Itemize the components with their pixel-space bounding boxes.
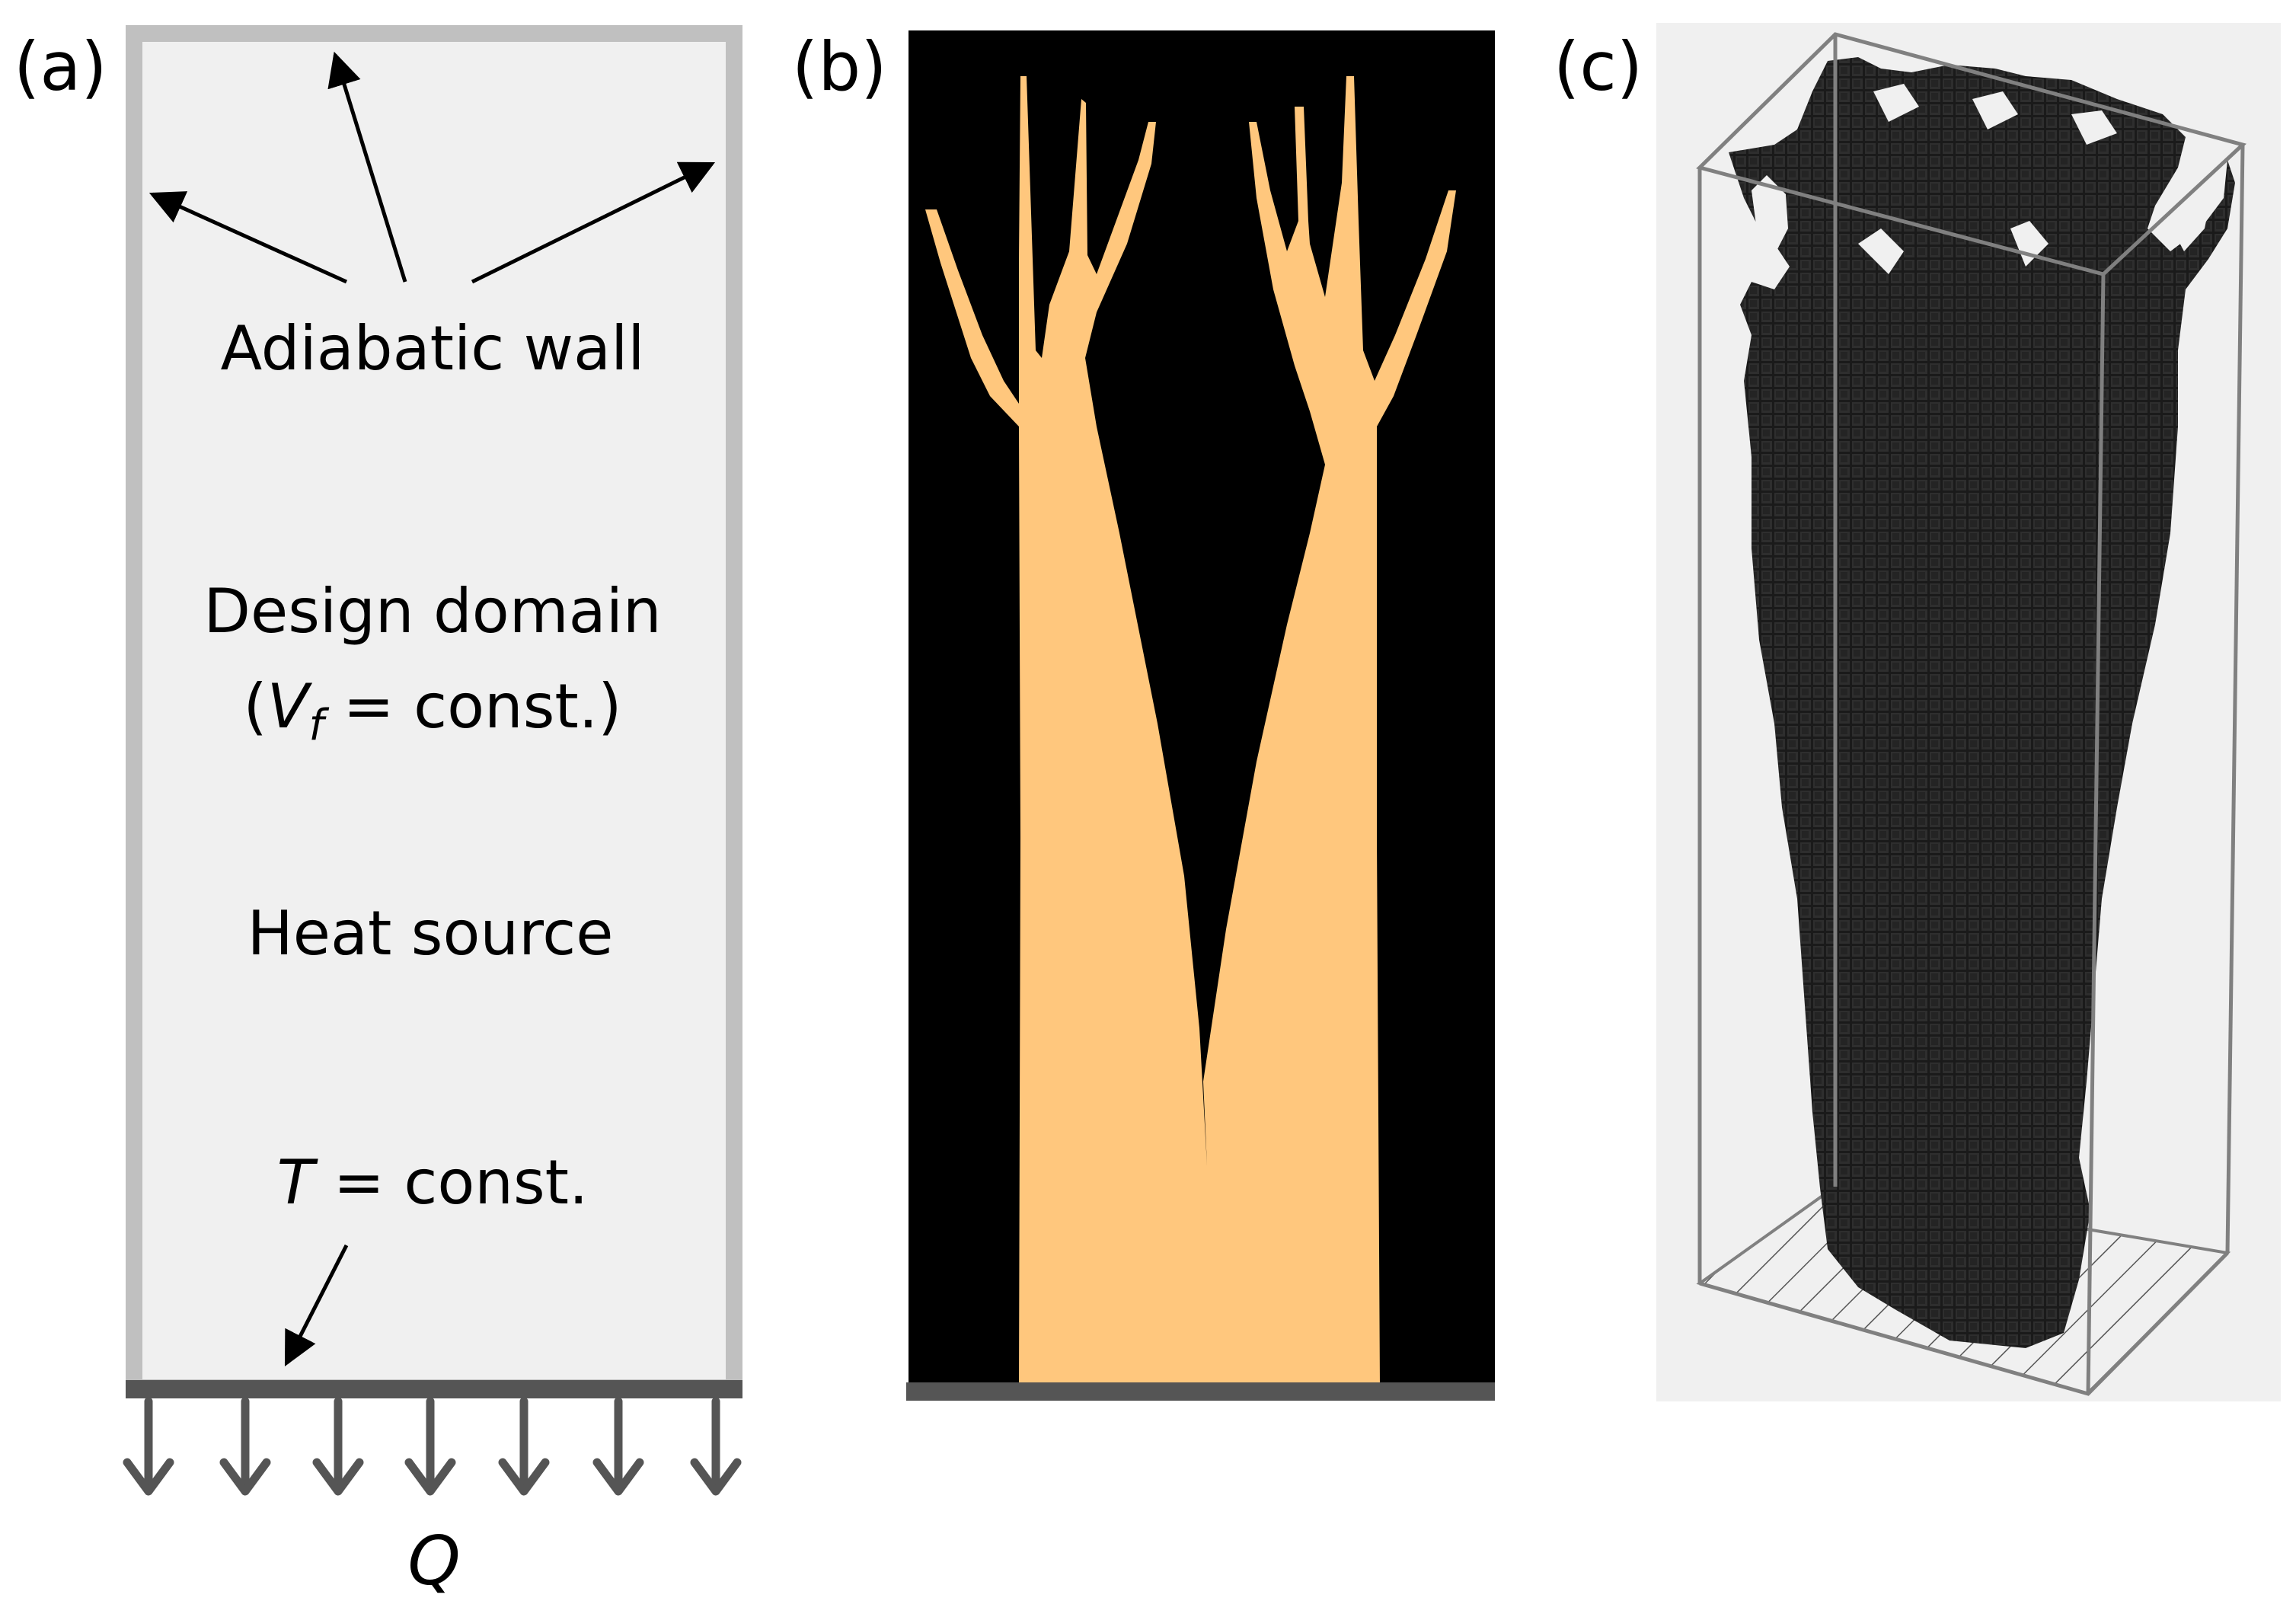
panel-a-label: (a) bbox=[14, 27, 107, 106]
bounding-box bbox=[1696, 32, 2247, 1396]
adiabatic-wall-label: Adiabatic wall bbox=[220, 313, 644, 384]
wall-arrow-top bbox=[327, 51, 407, 283]
heat-source-label: Heat source bbox=[247, 898, 614, 969]
flux-arrow bbox=[123, 1397, 174, 1496]
temperature-bc-label: T = const. bbox=[277, 1147, 589, 1218]
flux-arrow bbox=[404, 1397, 456, 1496]
panel-c: (c) bbox=[1554, 23, 2281, 1401]
panel-c-label: (c) bbox=[1554, 27, 1643, 106]
panel-a: (a) Adiabatic wall Design domain (Vf = c… bbox=[14, 25, 742, 1600]
panel-b: (b) bbox=[792, 27, 1495, 1401]
optimized-2d-structure bbox=[925, 76, 1456, 1386]
optimized-3d-structure bbox=[1729, 57, 2235, 1348]
flux-arrow bbox=[498, 1397, 550, 1496]
flux-arrow bbox=[219, 1397, 271, 1496]
design-domain-label: Design domain bbox=[203, 576, 661, 647]
flux-arrow bbox=[690, 1397, 742, 1496]
volume-fraction-label: (Vf = const.) bbox=[244, 671, 622, 750]
heat-flux-arrows bbox=[123, 1397, 742, 1496]
heat-sink-base bbox=[906, 1382, 1495, 1401]
flux-arrow bbox=[312, 1397, 364, 1496]
heat-flux-label: Q bbox=[407, 1522, 460, 1600]
heat-sink-base bbox=[126, 1380, 742, 1398]
flux-arrow bbox=[592, 1397, 644, 1496]
temperature-bc-arrow bbox=[284, 1244, 349, 1367]
wall-arrow-left bbox=[148, 191, 348, 284]
wall-arrow-right bbox=[471, 161, 716, 284]
design-domain bbox=[126, 25, 742, 1396]
panel-b-label: (b) bbox=[792, 27, 887, 106]
